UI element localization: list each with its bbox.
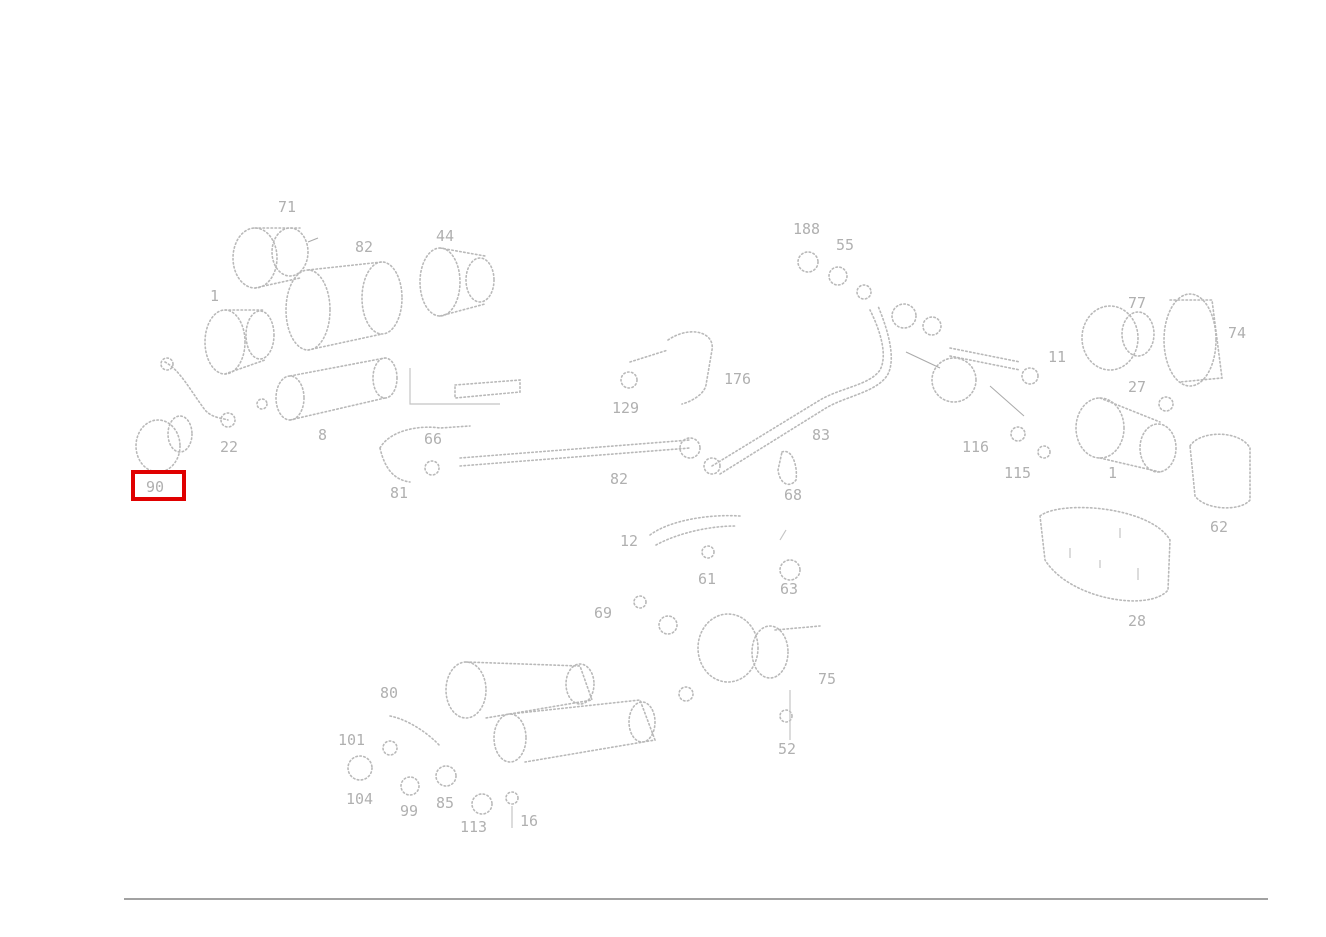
callout-90: 90: [146, 478, 164, 496]
callout-129: 129: [612, 399, 639, 417]
callout-22: 22: [220, 438, 238, 456]
callout-74: 74: [1228, 324, 1246, 342]
callout-116: 116: [962, 438, 989, 456]
callout-55: 55: [836, 236, 854, 254]
callout-labels: 71 82 44 1 22 8 66 81 82 176 129 188 55 …: [210, 198, 1246, 836]
callout-81: 81: [390, 484, 408, 502]
callout-62: 62: [1210, 518, 1228, 536]
highlight-box: [131, 470, 186, 501]
callout-80: 80: [380, 684, 398, 702]
callout-28: 28: [1128, 612, 1146, 630]
callout-71: 71: [278, 198, 296, 216]
callout-52: 52: [778, 740, 796, 758]
callout-99: 99: [400, 802, 418, 820]
callout-104: 104: [346, 790, 373, 808]
callout-82: 82: [355, 238, 373, 256]
callout-115: 115: [1004, 464, 1031, 482]
callout-1: 1: [210, 287, 219, 305]
callout-101: 101: [338, 731, 365, 749]
callout-188: 188: [793, 220, 820, 238]
callout-113: 113: [460, 818, 487, 836]
callout-68: 68: [784, 486, 802, 504]
highlighted-callout[interactable]: 90: [131, 470, 186, 501]
callout-44: 44: [436, 227, 454, 245]
callout-85: 85: [436, 794, 454, 812]
callout-16: 16: [520, 812, 538, 830]
callout-66: 66: [424, 430, 442, 448]
callout-1-b: 1: [1108, 464, 1117, 482]
callout-8: 8: [318, 426, 327, 444]
callout-82-b: 82: [610, 470, 628, 488]
part-drawing-lower: [347, 595, 821, 828]
callout-69: 69: [594, 604, 612, 622]
callout-83: 83: [812, 426, 830, 444]
callout-176: 176: [724, 370, 751, 388]
part-drawing-center: [459, 251, 892, 581]
callout-75: 75: [818, 670, 836, 688]
part-drawing-right: [891, 293, 1251, 602]
callout-77: 77: [1128, 294, 1146, 312]
callout-11: 11: [1048, 348, 1066, 366]
part-drawing-upper-left: [135, 227, 521, 483]
callout-61: 61: [698, 570, 716, 588]
callout-63: 63: [780, 580, 798, 598]
callout-27: 27: [1128, 378, 1146, 396]
callout-12: 12: [620, 532, 638, 550]
